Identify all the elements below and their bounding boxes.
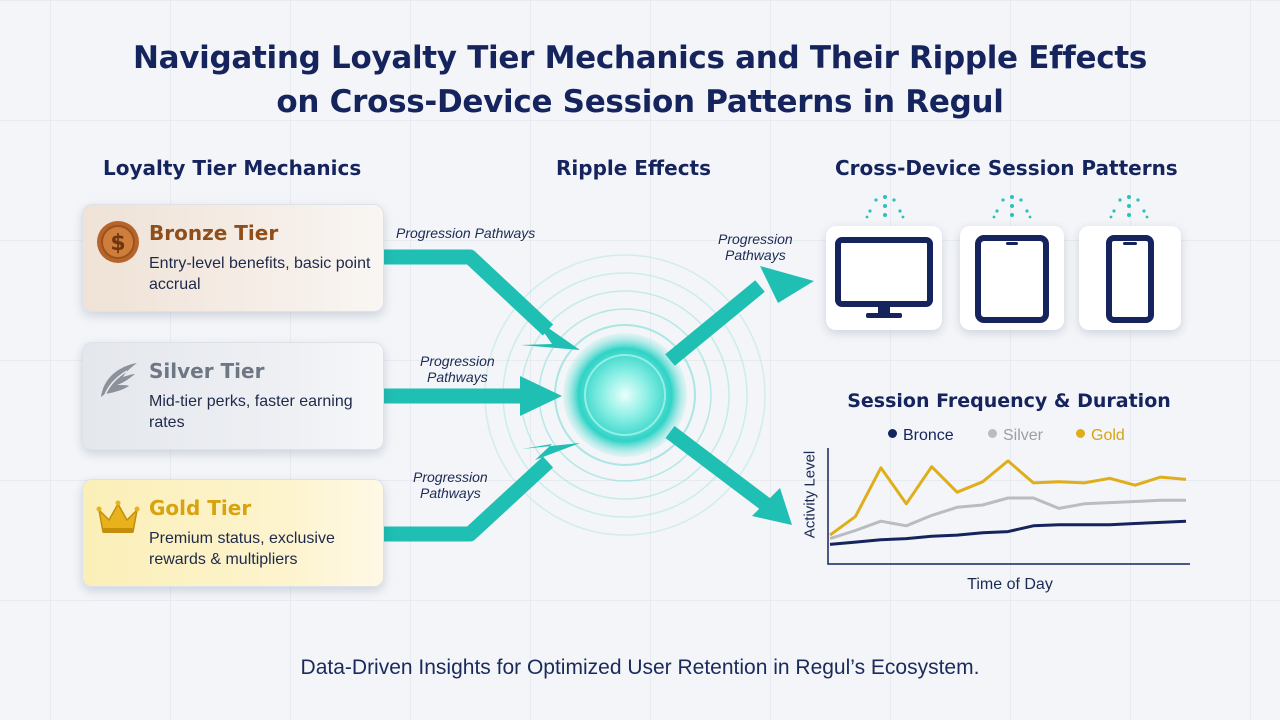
series-line-bronce <box>829 519 1187 546</box>
silver-tier-card: Silver Tier Mid-tier perks, faster earni… <box>82 342 384 450</box>
pathway-label-3-line2: Pathways <box>420 485 481 501</box>
legend-bronce: Bronce <box>888 427 954 445</box>
bronze-tier-desc: Entry-level benefits, basic point accrua… <box>149 255 371 293</box>
chart-y-label: Activity Level <box>801 450 819 539</box>
bronze-tier-name: Bronze Tier <box>149 221 279 245</box>
desktop-icon <box>835 237 933 318</box>
gold-tier-card: Gold Tier Premium status, exclusive rewa… <box>82 479 384 587</box>
chart-title: Session Frequency & Duration <box>847 390 1171 412</box>
silver-tier-name: Silver Tier <box>149 359 265 383</box>
legend-bronce-label: Bronce <box>903 427 954 444</box>
legend-gold-label: Gold <box>1091 427 1125 444</box>
pathway-label-1: Progression Pathways <box>396 225 536 241</box>
desktop-card <box>826 226 942 330</box>
footer-tagline: Data-Driven Insights for Optimized User … <box>300 656 980 679</box>
title-line-1: Navigating Loyalty Tier Mechanics and Th… <box>132 40 1148 76</box>
legend-gold-swatch <box>1076 429 1085 438</box>
series-line-gold <box>829 459 1187 537</box>
ripple-core <box>563 333 687 457</box>
pathway-label-2: Progression Pathways <box>420 353 495 385</box>
signal-indicators <box>865 195 1149 219</box>
chart-axes <box>827 448 1190 565</box>
legend-silver-label: Silver <box>1003 427 1044 444</box>
pathway-label-4: Progression Pathways <box>718 231 793 263</box>
pathway-label-4-line2: Pathways <box>725 247 786 263</box>
phone-card <box>1079 226 1181 330</box>
legend-bronce-swatch <box>888 429 897 438</box>
bronze-coin-icon: $ <box>97 221 139 263</box>
bronze-tier-card: $ Bronze Tier Entry-level benefits, basi… <box>82 204 384 312</box>
silver-tier-desc: Mid-tier perks, faster earning rates <box>149 393 353 431</box>
legend-silver: Silver <box>988 427 1043 445</box>
pathway-label-2-line2: Pathways <box>427 369 488 385</box>
gold-tier-desc: Premium status, exclusive rewards & mult… <box>149 530 335 568</box>
page-title: Navigating Loyalty Tier Mechanics and Th… <box>0 36 1280 124</box>
pathway-label-2-line1: Progression <box>420 353 495 369</box>
series-line-silver <box>829 496 1186 541</box>
pathway-label-3: Progression Pathways <box>413 469 488 501</box>
tablet-icon <box>975 235 1049 323</box>
column-heading-ripple: Ripple Effects <box>556 156 712 180</box>
title-line-2: on Cross-Device Session Patterns in Regu… <box>276 84 1004 120</box>
silver-wing-icon <box>101 363 137 397</box>
pathway-label-3-line1: Progression <box>413 469 488 485</box>
phone-icon <box>1106 235 1154 323</box>
gold-crown-icon <box>96 500 140 533</box>
legend-silver-swatch <box>988 429 997 438</box>
column-heading-tiers: Loyalty Tier Mechanics <box>103 156 362 180</box>
tablet-card <box>960 226 1064 330</box>
svg-text:$: $ <box>110 231 125 256</box>
column-heading-sessions: Cross-Device Session Patterns <box>835 156 1178 180</box>
legend-gold: Gold <box>1076 427 1125 445</box>
gold-tier-name: Gold Tier <box>149 496 252 520</box>
pathway-label-4-line1: Progression <box>718 231 793 247</box>
flow-arrows <box>384 249 814 542</box>
chart-x-label: Time of Day <box>967 576 1053 593</box>
